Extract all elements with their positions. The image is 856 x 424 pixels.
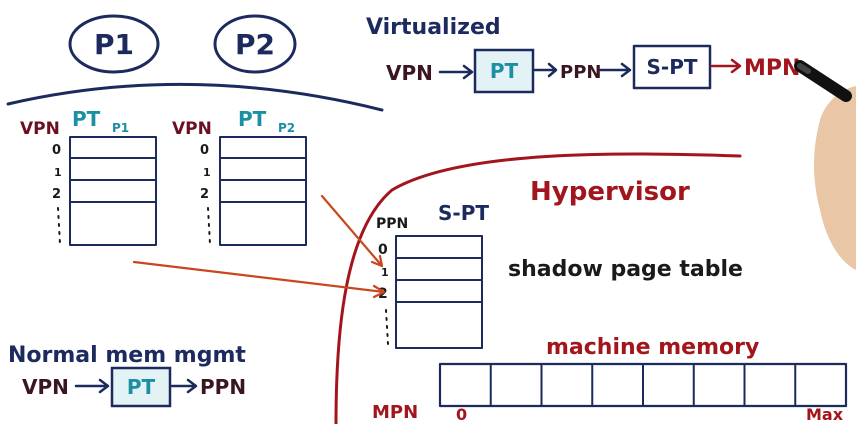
pt-p2-frame: [219, 136, 307, 246]
arrow-pt-to-ppn: [533, 62, 558, 78]
spt-title: S-PT: [438, 201, 489, 225]
pt-p2-row-0: 0: [200, 143, 209, 158]
virtualized-pt-box: [473, 48, 535, 94]
spt-row-2: 2: [378, 286, 388, 302]
spt-row-1: 1: [381, 266, 389, 279]
arrow-vpn-to-pt: [438, 64, 474, 80]
pt-p1-title: PT: [72, 107, 101, 131]
machine-memory-start: 0: [456, 405, 467, 424]
shadow-table-label: shadow page table: [508, 257, 743, 282]
hypervisor-boundary: [334, 152, 742, 424]
pt-p2-ellipsis: [207, 207, 211, 245]
arrow-pt-p1-to-spt: [132, 260, 386, 299]
virtualized-spt-box: [632, 44, 712, 90]
machine-memory-title: machine memory: [546, 335, 759, 360]
virtualized-title: Virtualized: [366, 15, 501, 40]
machine-memory-end: Max: [806, 405, 844, 424]
pt-p1-frame: [69, 136, 157, 246]
arrow-normal-vpn-to-pt: [74, 378, 110, 394]
normal-pt-label: PT: [127, 375, 156, 399]
process-p1-label: P1: [94, 28, 134, 61]
pt-p2-vpn-label: VPN: [172, 119, 212, 139]
arrow-ppn-to-spt: [598, 62, 632, 78]
process-brace-arc: [6, 82, 384, 112]
spt-row-0: 0: [378, 242, 388, 258]
pt-p2-subscript: P2: [278, 121, 295, 135]
process-p1: P1: [68, 14, 160, 74]
process-p2: P2: [213, 14, 297, 74]
hypervisor-title: Hypervisor: [530, 177, 690, 207]
virtualized-mpn: MPN: [744, 56, 800, 81]
virtualized-flow: Virtualized VPN PT PPN S-PT MPN: [366, 15, 800, 94]
pt-table-p1: VPN PT P1 0 1 2: [20, 107, 157, 246]
arrow-spt-to-mpn: [710, 58, 742, 74]
pt-p1-subscript: P1: [112, 121, 129, 135]
spt-ellipsis: [385, 309, 389, 345]
normal-title: Normal mem mgmt: [8, 343, 246, 368]
machine-memory: machine memory MPN 0 Max: [372, 335, 848, 424]
pt-p2-title: PT: [238, 107, 267, 131]
spt-ppn-label: PPN: [376, 216, 408, 232]
pt-p2-row-2: 2: [200, 187, 209, 202]
pt-p2-row-1: 1: [203, 166, 211, 179]
virtualized-ppn: PPN: [560, 62, 601, 83]
virtualized-vpn: VPN: [386, 61, 433, 85]
pt-p1-row-1: 1: [54, 166, 62, 179]
arrow-normal-pt-to-ppn: [170, 378, 198, 394]
process-p2-label: P2: [235, 28, 275, 61]
pt-p1-row-2: 2: [52, 187, 61, 202]
virtualized-pt-label: PT: [490, 59, 519, 83]
pt-p1-row-0: 0: [52, 143, 61, 158]
shadow-page-table: PPN S-PT 0 1 2 shadow page table: [376, 201, 743, 349]
normal-ppn: PPN: [200, 375, 246, 399]
virtualized-spt-label: S-PT: [646, 55, 697, 79]
machine-memory-cells: [489, 364, 797, 406]
normal-vpn: VPN: [22, 375, 69, 399]
normal-pt-box: [110, 366, 172, 408]
spt-frame: [395, 235, 483, 349]
pt-p1-vpn-label: VPN: [20, 119, 60, 139]
pt-p1-ellipsis: [57, 207, 61, 245]
hand-with-pen-image: [794, 60, 856, 270]
pt-table-p2: VPN PT P2 0 1 2: [172, 107, 307, 246]
arrow-pt-p2-to-spt: [320, 194, 384, 268]
normal-mem-mgmt: Normal mem mgmt VPN PT PPN: [8, 343, 246, 408]
machine-memory-mpn-label: MPN: [372, 402, 418, 423]
